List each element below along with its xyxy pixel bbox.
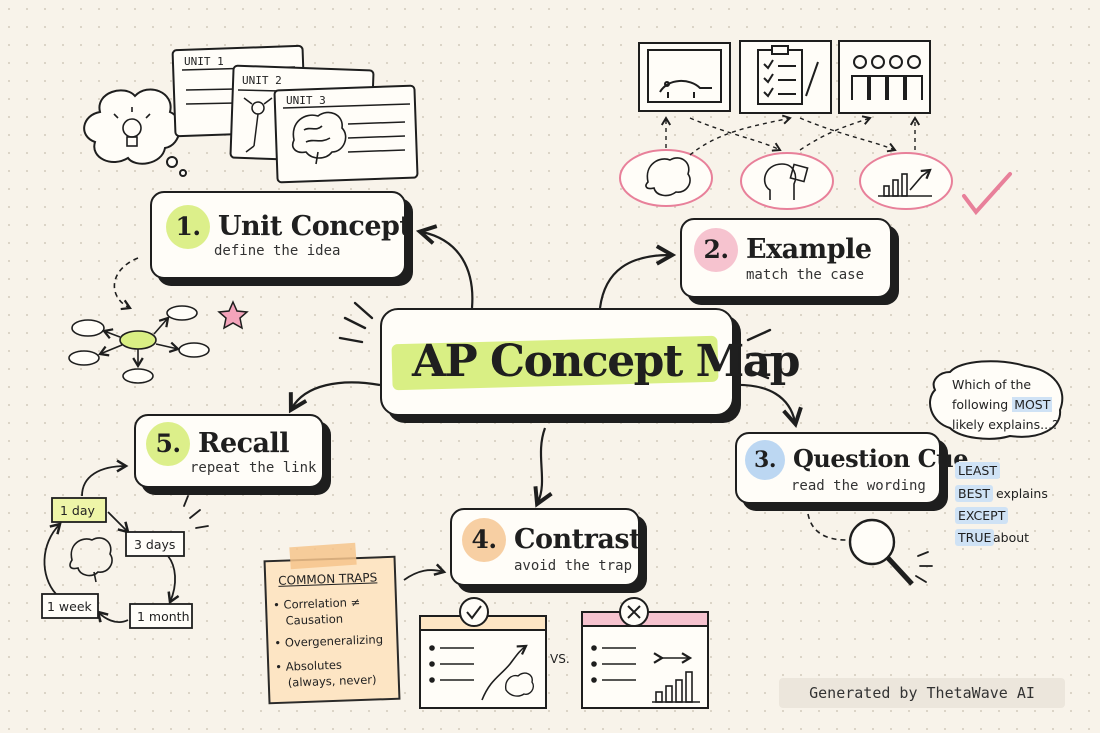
common-traps-note: COMMON TRAPS • Correlation ≠ Causation •… (263, 555, 401, 705)
trap-item-1-line-2: Causation (285, 611, 344, 628)
contrast-title: 4. Contrast (462, 518, 642, 562)
brain-icon-unit (291, 111, 347, 165)
example-title: 2. Example (694, 228, 872, 272)
example-brain-circle (619, 149, 713, 207)
node-unit-concept[interactable]: 1. Unit Concept define the idea (150, 191, 412, 279)
cue-word-best: BEST (955, 485, 994, 502)
unit-concept-title: 1. Unit Concept (166, 205, 412, 249)
cue-word-best-rest: explains (996, 486, 1048, 501)
node-ap-concept-map[interactable]: AP Concept Map (380, 308, 801, 416)
recall-day1-box (51, 497, 107, 523)
connector-to-recall (288, 381, 381, 414)
incorrect-x-circle-icon (619, 597, 649, 627)
bubble-line-1: Which of the (952, 377, 1032, 392)
cue-word-true-rest: about (993, 530, 1030, 545)
emphasis-marks (338, 301, 777, 380)
neuron-icon (243, 97, 273, 153)
recall-month1-box (129, 603, 193, 629)
unit-card-1-label: UNIT 1 (184, 55, 224, 68)
recall-week1-box (41, 593, 99, 619)
trap-item-1-line-1: • Correlation ≠ (272, 595, 361, 613)
bubble-highlight-most: MOST (1012, 397, 1053, 412)
mind-map-sketch (68, 257, 210, 384)
recall-days3-box (125, 531, 185, 557)
node-example[interactable]: 2. Example match the case (680, 218, 892, 298)
bubble-line-2-text: following (952, 397, 1009, 412)
question-cue-subtitle: read the wording (791, 478, 926, 494)
trap-item-2: • Overgeneralizing (274, 632, 384, 651)
generated-by-credit: Generated by ThetaWave AI (779, 678, 1065, 708)
checkmark-icon (962, 172, 1012, 216)
example-number-badge: 2. (694, 228, 738, 272)
correct-check-circle-icon (459, 597, 489, 627)
recall-subtitle: repeat the link (190, 460, 317, 476)
sticky-tape (289, 542, 357, 570)
example-thinking-head-circle (740, 152, 834, 210)
recall-title: 5. Recall (146, 422, 290, 466)
correct-example-panel (419, 615, 547, 709)
contrast-title-text: Contrast (514, 524, 642, 555)
question-cue-number-badge: 3. (745, 440, 785, 480)
incorrect-example-panel (581, 611, 709, 709)
connector-to-example (598, 244, 677, 309)
cue-word-true: TRUE (955, 529, 995, 546)
contrast-subtitle: avoid the trap (514, 558, 633, 574)
node-question-cue[interactable]: 3. Question Cue read the wording (735, 432, 968, 504)
rat-experiment-frame (638, 42, 731, 112)
clipboard-frame (739, 40, 832, 114)
node-contrast[interactable]: 4. Contrast avoid the trap (450, 508, 642, 586)
cue-word-except: EXCEPT (955, 507, 1009, 524)
bubble-line-3: likely explains...? (952, 417, 1059, 432)
unit-card-2-label: UNIT 2 (242, 74, 282, 87)
cue-word-least: LEAST (955, 462, 1000, 479)
node-recall[interactable]: 5. Recall repeat the link (134, 414, 324, 488)
unit-concept-number-badge: 1. (166, 205, 210, 249)
connector-to-unit-concept (415, 224, 474, 309)
people-group-frame (838, 40, 931, 114)
recall-spark-marks (183, 495, 209, 529)
recall-month1-label: 1 month (137, 609, 190, 624)
trap-to-contrast-arrow (403, 563, 447, 581)
trap-item-3-line-2: (always, never) (287, 672, 377, 690)
connector-to-question-cue (729, 383, 803, 429)
star-icon (217, 300, 249, 330)
recall-days3-label: 3 days (134, 537, 176, 552)
traps-heading: COMMON TRAPS (278, 570, 378, 588)
magnifying-glass-icon (807, 513, 914, 586)
recall-day1-label: 1 day (60, 503, 95, 518)
unit-card-3-label: UNIT 3 (286, 94, 326, 107)
brain-icon-recall (69, 537, 113, 583)
bubble-line-2: following MOST (952, 397, 1053, 412)
unit-concept-title-text: Unit Concept (218, 211, 412, 242)
trap-item-3-line-1: • Absolutes (275, 657, 343, 674)
question-speech-bubble (929, 360, 1064, 440)
connector-to-contrast (533, 427, 553, 508)
recall-title-text: Recall (198, 428, 290, 459)
recall-number-badge: 5. (146, 422, 190, 466)
example-subtitle: match the case (746, 267, 865, 283)
contrast-number-badge: 4. (462, 518, 506, 562)
example-chart-circle (859, 152, 953, 210)
recall-cycle-arrows (43, 459, 180, 624)
example-dashed-links (660, 114, 921, 156)
unit-concept-subtitle: define the idea (214, 243, 341, 259)
lightbulb-icon (113, 107, 151, 147)
recall-week1-label: 1 week (47, 599, 92, 614)
vs-label: VS. (550, 652, 570, 666)
example-title-text: Example (746, 234, 872, 265)
question-cue-title: 3. Question Cue (745, 440, 968, 480)
question-cue-title-text: Question Cue (793, 444, 968, 473)
lightbulb-thought-bubble (83, 88, 187, 177)
map-title: AP Concept Map (412, 336, 801, 387)
magnifier-spark-marks (915, 551, 933, 583)
